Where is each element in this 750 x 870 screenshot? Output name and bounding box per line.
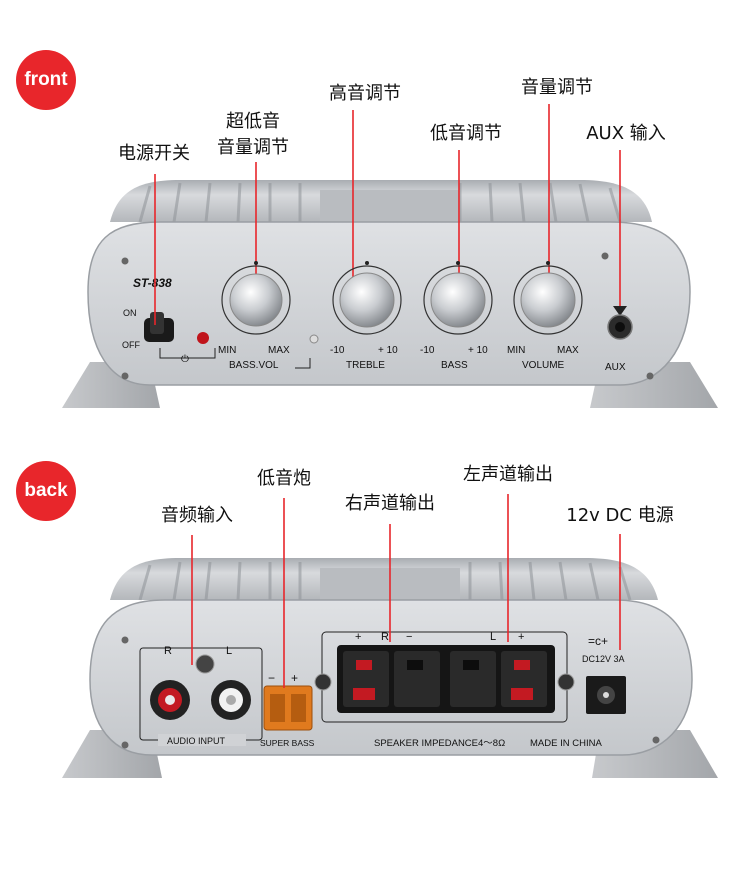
back-screw xyxy=(652,736,660,744)
bass-vol-ring xyxy=(221,265,291,335)
back-badge: back xyxy=(16,461,76,521)
spk-clip-black xyxy=(407,660,423,670)
front-screw xyxy=(121,257,129,265)
front-model: ST-838 xyxy=(133,276,172,290)
switch-off-label: OFF xyxy=(122,340,140,350)
speaker-block xyxy=(337,645,555,713)
treble-knob[interactable] xyxy=(339,272,395,328)
sb-slot-right xyxy=(291,694,306,722)
spk-clip-red xyxy=(514,660,530,670)
treble-label: TREBLE xyxy=(346,360,385,371)
spk-clip-red xyxy=(353,688,375,700)
callout-bass: 低音调节 xyxy=(430,123,502,144)
sb-minus: − xyxy=(268,671,275,685)
input-r-label: R xyxy=(164,645,172,657)
bass-min: -10 xyxy=(420,345,435,356)
rca-right-pin xyxy=(165,695,175,705)
callout-volume: 音量调节 xyxy=(521,77,593,98)
treble-marker xyxy=(365,261,369,265)
aux-arrow-icon xyxy=(613,306,627,316)
bass-vol-label: BASS.VOL xyxy=(229,360,279,371)
spk-clip-red xyxy=(356,660,372,670)
bass-vol-max: MAX xyxy=(268,345,290,356)
speaker-terminals xyxy=(343,651,547,707)
input-l-label: L xyxy=(226,645,232,657)
callout-left-out: 左声道输出 xyxy=(463,464,553,485)
callout-subwoofer-volume-1: 超低音 xyxy=(226,111,280,132)
bass-max: + 10 xyxy=(468,345,488,356)
treble-ring xyxy=(332,265,402,335)
front-screw xyxy=(646,372,654,380)
audio-input-label: AUDIO INPUT xyxy=(167,736,226,746)
bass-vol-min: MIN xyxy=(218,345,236,356)
volume-min: MIN xyxy=(507,345,525,356)
spk-clip-black xyxy=(463,660,479,670)
bass-vol-marker xyxy=(254,261,258,265)
front-screw xyxy=(601,252,609,260)
super-bass-label: SUPER BASS xyxy=(260,738,315,748)
bass-knob[interactable] xyxy=(430,272,486,328)
input-screw xyxy=(195,654,215,674)
audio-input-label-bg xyxy=(158,734,246,746)
rca-left-pin xyxy=(226,695,236,705)
aux-label: AUX xyxy=(605,362,626,373)
dc-jack-pin xyxy=(603,692,609,698)
dc-label: DC12V 3A xyxy=(582,654,625,664)
made-in-label: MADE IN CHINA xyxy=(530,738,602,749)
power-switch-lever[interactable] xyxy=(150,312,164,334)
speaker-screw-left xyxy=(314,673,332,691)
front-screw xyxy=(121,372,129,380)
volume-ring xyxy=(513,265,583,335)
volume-label: VOLUME xyxy=(522,360,565,371)
spk-l: L xyxy=(490,631,496,643)
spk-clip-red xyxy=(511,688,533,700)
callout-power: 12v DC 电源 xyxy=(566,505,674,526)
callout-audio-input: 音频输入 xyxy=(161,505,233,526)
power-bracket xyxy=(159,348,216,359)
power-icon: ⏻ xyxy=(181,354,189,365)
back-callout-lines xyxy=(191,494,621,688)
callout-right-out: 右声道输出 xyxy=(345,493,435,514)
spk-l-plus: + xyxy=(518,631,524,643)
bass-ring xyxy=(423,265,493,335)
back-fins xyxy=(138,561,632,601)
sb-plus: + xyxy=(291,671,298,685)
front-label-plate xyxy=(320,190,460,222)
volume-max: MAX xyxy=(557,345,579,356)
spk-terminal-l-minus[interactable] xyxy=(450,651,496,707)
spk-r: R xyxy=(381,631,389,643)
aux-jack-hole xyxy=(615,322,625,332)
bass-label: BASS xyxy=(441,360,468,371)
bass-bracket xyxy=(295,358,311,369)
switch-on-label: ON xyxy=(123,308,137,318)
impedance-label: SPEAKER IMPEDANCE4～8Ω xyxy=(374,738,505,749)
indicator-led xyxy=(309,334,319,344)
front-unit: ST-838 ON OFF ⏻ MIN MAX BASS.VOL -10 xyxy=(62,104,718,408)
front-badge: front xyxy=(16,50,76,110)
dc-polarity-icon: =ϲ+ xyxy=(588,634,608,648)
volume-knob[interactable] xyxy=(520,272,576,328)
treble-min: -10 xyxy=(330,345,345,356)
spk-r-minus: − xyxy=(406,631,412,643)
callout-aux: AUX 输入 xyxy=(586,123,666,144)
callout-power-switch: 电源开关 xyxy=(118,143,190,164)
bass-vol-knob[interactable] xyxy=(229,273,283,327)
sb-slot-left xyxy=(270,694,285,722)
back-screw xyxy=(121,636,129,644)
back-screw xyxy=(121,741,129,749)
callout-subwoofer-volume-2: 音量调节 xyxy=(217,137,289,158)
volume-marker xyxy=(546,261,550,265)
callout-subwoofer: 低音炮 xyxy=(257,468,311,489)
spk-terminal-r-minus[interactable] xyxy=(394,651,440,707)
spk-r-plus: + xyxy=(355,631,361,643)
callout-treble: 高音调节 xyxy=(329,83,401,104)
treble-max: + 10 xyxy=(378,345,398,356)
back-unit: R L AUDIO INPUT − + SUPER BASS + R − L + xyxy=(62,494,718,778)
power-led xyxy=(197,332,209,344)
bass-marker xyxy=(456,261,460,265)
speaker-screw-right xyxy=(557,673,575,691)
